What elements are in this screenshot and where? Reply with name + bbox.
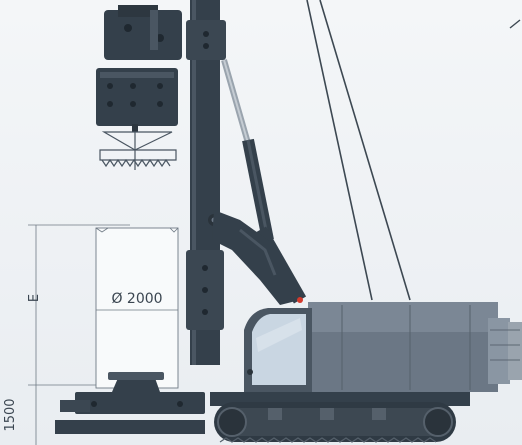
boom-tip [509, 19, 521, 29]
warning-light [297, 297, 303, 303]
cable-right [319, 0, 411, 301]
dimension-1500-label: 1500 [3, 398, 18, 431]
crawler-track [210, 392, 470, 443]
casing-tube [95, 227, 179, 389]
crane-cables [306, 0, 411, 301]
mast [186, 0, 226, 365]
kelly-drive [96, 68, 178, 132]
upper-carriage [297, 297, 522, 392]
dimension-e-label: E [27, 294, 42, 302]
cable-left [306, 0, 373, 301]
auger-tool [99, 131, 177, 170]
boom-linkage [212, 210, 300, 305]
casing-oscillator [55, 372, 205, 434]
diameter-label: Ø 2000 [111, 291, 162, 307]
rotary-head [104, 5, 182, 60]
operator-cab [244, 308, 312, 392]
